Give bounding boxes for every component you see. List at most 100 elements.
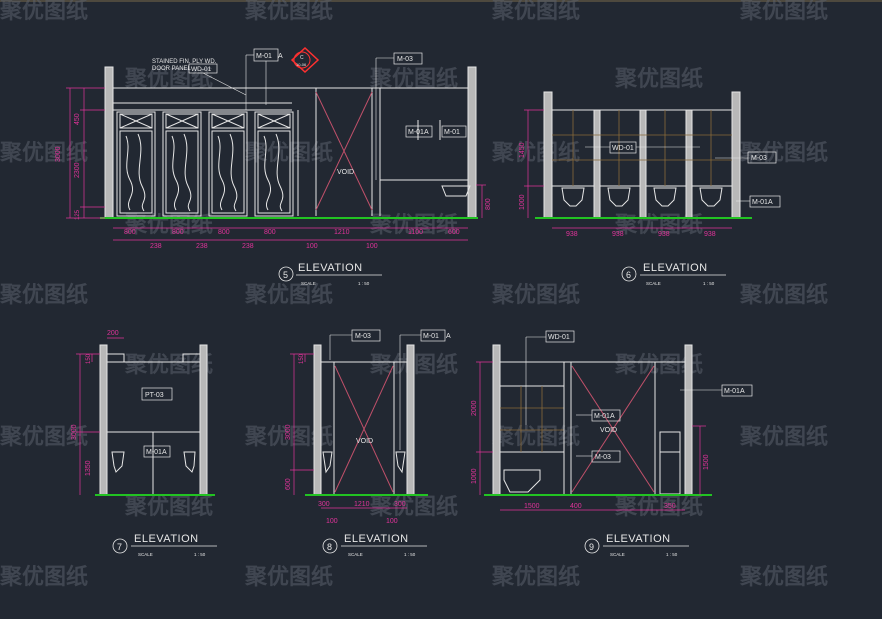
material-note: DOOR PANEL xyxy=(152,66,192,72)
elevation-8 xyxy=(305,344,428,496)
tag-box xyxy=(545,330,575,343)
elevation-5-annotations: STAINED FIN. PLY WD. DOOR PANEL WD-01 M-… xyxy=(55,46,492,250)
wall-left xyxy=(543,91,553,219)
dim-text: 800 xyxy=(485,198,492,210)
dimension-lines xyxy=(76,337,124,495)
elevation-6 xyxy=(535,91,752,219)
dim-text: 300 xyxy=(318,501,330,508)
title-elevation-6: 6 ELEVATION SCALE 1 : 50 xyxy=(621,262,726,286)
urinals xyxy=(561,187,723,207)
void-label: VOID xyxy=(337,169,354,176)
vent-cross xyxy=(165,113,199,129)
material-tag-suffix: A xyxy=(278,53,283,60)
door-inset xyxy=(119,130,153,214)
material-tag: M-03 xyxy=(751,155,767,162)
watermark-text: 聚优图纸 xyxy=(614,66,703,91)
urinal xyxy=(322,451,333,474)
material-tag: M-01 xyxy=(423,333,439,340)
door-vent xyxy=(119,113,153,129)
urinal xyxy=(111,451,125,473)
tag-box xyxy=(143,445,171,458)
void-label: VOID xyxy=(356,438,373,445)
dim-text: 938 xyxy=(612,231,624,238)
tag-box xyxy=(591,409,621,422)
section-marker-icon xyxy=(290,46,320,74)
title-label: ELEVATION xyxy=(643,262,708,274)
wall-right xyxy=(731,91,741,219)
scale-value: 1 : 50 xyxy=(404,552,416,557)
dim-text: 938 xyxy=(658,231,670,238)
watermark-text: 聚优图纸 xyxy=(369,66,458,91)
dim-text: 150 xyxy=(299,353,305,364)
wood-grain xyxy=(263,135,272,211)
material-tag: M-01 xyxy=(444,129,460,136)
material-tag: M-01A xyxy=(752,199,773,206)
urinal xyxy=(699,187,723,207)
ceiling-soffit xyxy=(182,353,200,362)
elevation-9 xyxy=(484,344,712,496)
wood-grain xyxy=(183,133,192,212)
watermark-text: 聚优图纸 xyxy=(0,282,88,307)
tag-box xyxy=(141,387,173,401)
tile-grid xyxy=(552,110,732,186)
watermark-text: 聚优图纸 xyxy=(244,564,333,589)
vent-cross xyxy=(257,113,291,129)
scale-label: SCALE xyxy=(138,552,153,557)
dim-text: 238 xyxy=(242,243,254,250)
elevation-8-annotations: VOID M-03 M-01 A 150 3000 600 300 1210 3… xyxy=(285,329,451,525)
material-note: STAINED FIN. PLY WD. xyxy=(152,59,217,65)
dim-text: 100 xyxy=(326,518,338,525)
dim-text: 2300 xyxy=(74,162,81,178)
dim-text: 125 xyxy=(75,209,81,220)
watermark-text: 聚优图纸 xyxy=(124,66,213,91)
watermark-text: 聚优图纸 xyxy=(739,140,828,165)
dim-text: 1100 xyxy=(408,229,423,236)
title-number-circle xyxy=(621,266,637,282)
wall-left xyxy=(492,344,501,496)
void-label: VOID xyxy=(600,427,617,434)
title-number: 7 xyxy=(117,542,122,552)
elevation-7 xyxy=(95,344,215,496)
urinal xyxy=(183,451,196,473)
dimension-lines xyxy=(476,361,706,511)
dim-text: 1500 xyxy=(524,503,540,510)
divider xyxy=(639,109,647,219)
scale-label: SCALE xyxy=(348,552,363,557)
dim-text: 200 xyxy=(107,330,119,337)
watermark-text: 聚优图纸 xyxy=(0,140,88,165)
dim-text: 3000 xyxy=(285,424,292,440)
vent-cross xyxy=(119,113,153,129)
dim-text: 3000 xyxy=(71,424,78,440)
dim-text: 238 xyxy=(150,243,162,250)
dim-text: 800 xyxy=(218,229,230,236)
tag-box xyxy=(609,141,637,154)
dimension-lines xyxy=(66,87,486,241)
title-label: ELEVATION xyxy=(606,533,671,545)
material-tag: M-03 xyxy=(595,454,611,461)
elevation-5 xyxy=(100,66,478,219)
watermark-text: 聚优图纸 xyxy=(614,494,703,519)
wall-left xyxy=(104,66,114,219)
dim-text: 800 xyxy=(264,229,276,236)
watermark-text: 聚优图纸 xyxy=(491,424,580,449)
door-panel xyxy=(254,111,294,217)
watermark-text: 聚优图纸 xyxy=(491,140,580,165)
dim-text: 350 xyxy=(664,503,676,510)
watermark-text: 聚优图纸 xyxy=(244,0,333,23)
dim-text: 800 xyxy=(124,229,136,236)
scale-value: 1 : 50 xyxy=(666,552,678,557)
title-number-circle xyxy=(584,538,600,554)
door-inset xyxy=(211,130,245,214)
material-tag: M-01A xyxy=(408,129,429,136)
dim-text: 1000 xyxy=(519,194,526,210)
elevation-7-annotations: PT-03 M-01A 200 150 3000 1350 xyxy=(71,330,173,495)
door-inset xyxy=(257,130,291,214)
dim-text: 3000 xyxy=(55,146,62,162)
dim-text: 1450 xyxy=(519,142,526,158)
scale-value: 1 : 50 xyxy=(703,281,715,286)
material-tag: M-01A xyxy=(146,449,167,456)
watermark-text: 聚优图纸 xyxy=(739,424,828,449)
dimension-lines xyxy=(290,353,407,509)
tag-box xyxy=(747,151,777,164)
watermark-text: 聚优图纸 xyxy=(124,494,213,519)
